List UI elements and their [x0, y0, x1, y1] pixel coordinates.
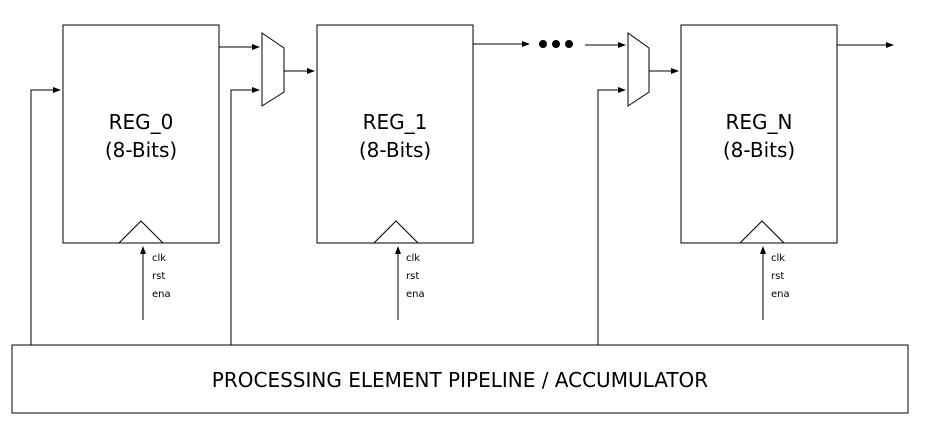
register-n-signal-ena: ena: [771, 289, 790, 300]
register-1-name: REG_1: [363, 110, 428, 134]
pe-to-reg0-arrow: [30, 87, 61, 345]
processing-element-label: PROCESSING ELEMENT PIPELINE / ACCUMULATO…: [212, 368, 708, 392]
register-1-signal-clk: clk: [406, 253, 420, 264]
mux-n: [585, 32, 679, 345]
register-1-width: (8-Bits): [359, 138, 431, 162]
register-0-width: (8-Bits): [105, 138, 177, 162]
register-1-clock-triangle: [373, 220, 419, 244]
register-0-box: [62, 24, 220, 244]
processing-element-box: [11, 344, 909, 414]
register-0-signal-ena: ena: [152, 289, 171, 300]
register-n-width: (8-Bits): [723, 138, 795, 162]
processing-element: PROCESSING ELEMENT PIPELINE / ACCUMULATO…: [11, 344, 909, 414]
pe-to-mux1-arrow: [230, 87, 260, 345]
register-0-signal-clk: clk: [152, 253, 166, 264]
register-1-signal-ena: ena: [406, 289, 425, 300]
mux-1: [219, 32, 315, 345]
mux-n-shape: [627, 32, 650, 107]
register-1-box: [316, 24, 474, 244]
register-1-signal-rst: rst: [406, 271, 419, 282]
register-1: REG_1 (8-Bits) clk rst ena: [316, 24, 474, 320]
pe-to-muxn-arrow: [597, 87, 626, 345]
register-0: REG_0 (8-Bits) clk rst ena: [62, 24, 220, 320]
mux-1-shape: [261, 32, 285, 107]
register-0-signal-rst: rst: [152, 271, 165, 282]
register-n: REG_N (8-Bits) clk rst ena: [680, 24, 838, 320]
register-0-clock-triangle: [118, 220, 164, 244]
ellipsis-icon: [539, 40, 573, 48]
register-n-name: REG_N: [726, 110, 793, 134]
register-n-signal-clk: clk: [771, 253, 785, 264]
register-n-signal-rst: rst: [771, 271, 784, 282]
register-n-box: [680, 24, 838, 244]
register-n-clock-triangle: [739, 220, 785, 244]
register-0-name: REG_0: [109, 110, 174, 134]
